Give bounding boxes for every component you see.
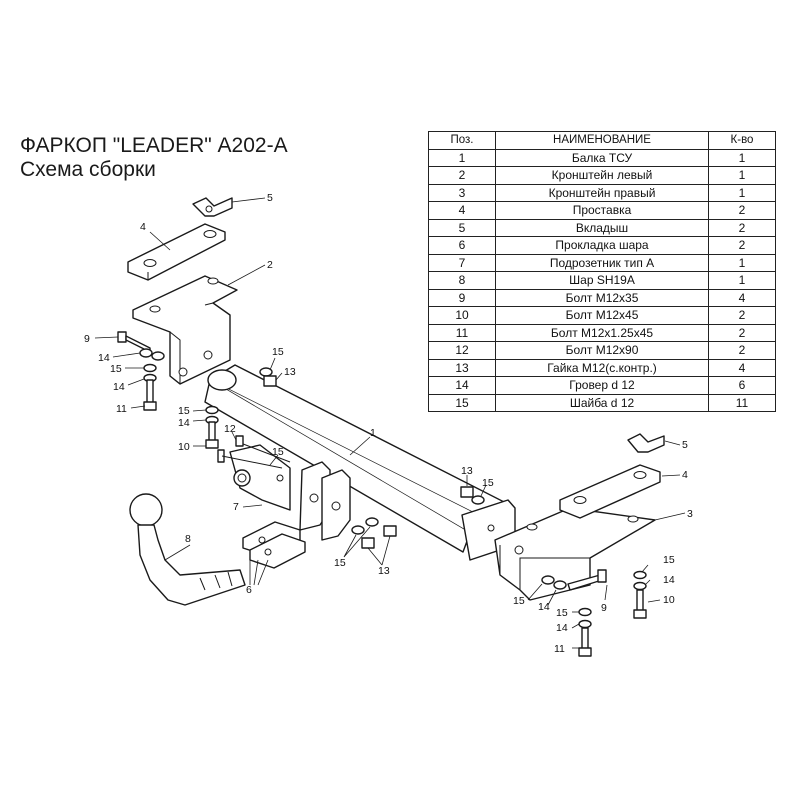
bracket-left [132,275,238,385]
leader-lines [94,197,686,649]
bracket-right [494,507,656,601]
callout-10: 10 [178,441,190,453]
callout-14: 14 [178,417,190,429]
page-subtitle: Схема сборки [20,158,156,181]
spacer-plate-left [127,223,226,281]
callout-10: 10 [663,594,675,606]
insert-right [627,433,665,453]
row-name: Подрозетник тип А [495,253,709,272]
callout-6: 6 [246,584,252,596]
ball-spacers [242,521,306,569]
callout-5: 5 [267,192,273,204]
long-bolts [217,435,291,469]
tow-ball [129,493,246,606]
callout-15: 15 [272,346,284,358]
row-name: Болт М12х90 [495,341,709,360]
callout-4: 4 [682,469,688,481]
callout-3: 3 [687,508,693,520]
row-name: Шар SH19A [495,271,709,290]
callout-numbers: 5 4 2 9 14 15 14 11 15 13 15 14 10 12 15… [84,192,693,655]
callout-13: 13 [378,565,390,577]
callout-13: 13 [461,465,473,477]
callout-15: 15 [663,554,675,566]
callout-12: 12 [224,423,236,435]
fasteners-middle [351,486,485,549]
callout-7: 7 [233,501,239,513]
callout-11: 11 [554,643,565,655]
callout-9: 9 [84,333,90,345]
callout-9: 9 [601,602,607,614]
row-name: Кронштейн правый [495,183,709,202]
callout-5: 5 [682,439,688,451]
row-pos: 15 [428,393,496,412]
row-name: Гайка М12(с.контр.) [495,358,709,377]
callout-15: 15 [482,477,494,489]
insert-left [192,197,233,217]
callout-15: 15 [556,607,568,619]
callout-14: 14 [556,622,568,634]
callout-15: 15 [178,405,190,417]
callout-8: 8 [185,533,191,545]
page-title: ФАРКОП "LEADER" А202-А [20,134,288,157]
beam-side-plates [299,461,351,541]
callout-1: 1 [370,427,376,439]
callout-13: 13 [284,366,296,378]
callout-11: 11 [116,403,127,415]
row-qty: 11 [708,393,776,412]
callout-2: 2 [267,259,273,271]
callout-14: 14 [538,601,550,613]
callout-15: 15 [272,446,284,458]
callout-15: 15 [513,595,525,607]
row-pos: 12 [428,341,496,360]
callout-14: 14 [113,381,125,393]
callout-14: 14 [98,352,110,364]
callout-4: 4 [140,221,146,233]
callout-15: 15 [334,557,346,569]
fasteners-left [117,331,277,449]
callout-14: 14 [663,574,675,586]
spacer-plate-right [559,464,661,519]
socket-plate [229,444,291,511]
callout-15: 15 [110,363,122,375]
row-name: Шайба d 12 [495,393,709,412]
tow-beam [204,364,516,561]
